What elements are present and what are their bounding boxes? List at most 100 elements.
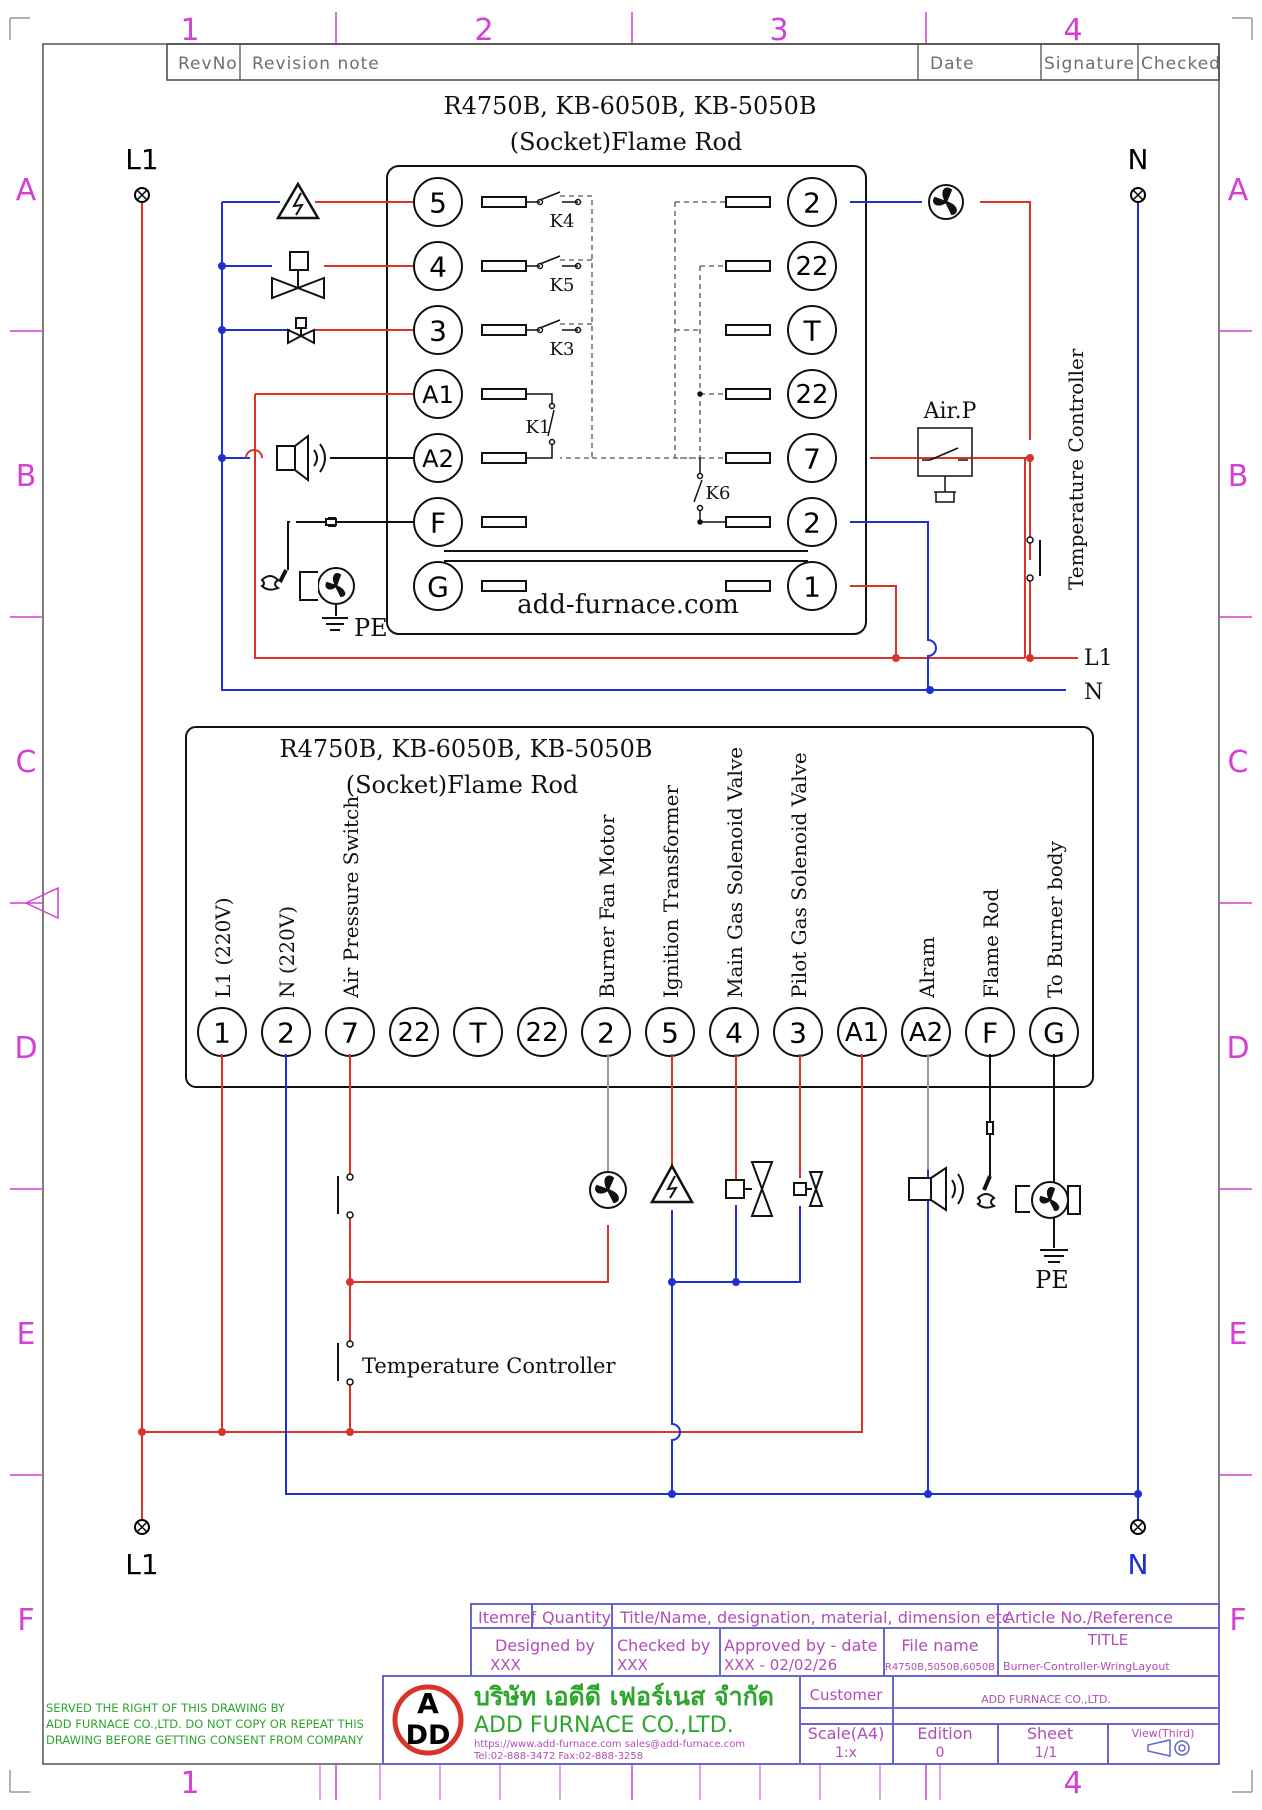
title-block: Itemref Quantity Title/Name, designation… [46,1603,1220,1765]
bottom-terminal: 22 [389,1007,439,1057]
tb-designed-val: XXX [490,1656,521,1674]
col-label-4: 4 [1063,13,1082,48]
bottom-terminal: A1 [837,1007,887,1057]
company-name-thai: บริษัท เอดีดี เฟอร์เนส จำกัด [474,1682,774,1711]
zone-labels: 1 2 3 4 1 4 A B C D E F A B C D E F [14,13,1249,1801]
bottom-terminal: A2 [901,1007,951,1057]
top-right-terminal-label: 22 [795,380,828,410]
top-right-terminal: 7 [787,433,837,483]
tb-article: Article No./Reference [1004,1608,1173,1627]
bottom-terminal: 22 [517,1007,567,1057]
row-label-a-right: A [1228,173,1249,208]
top-left-terminal: F [413,497,463,547]
pilot-valve-icon [287,317,315,345]
top-left-terminal: G [413,561,463,611]
col-label-4-bottom: 4 [1063,1766,1082,1801]
pilot-gas-valve-icon [793,1171,824,1207]
socket-body-bottom [185,726,1094,1088]
company-name-en: ADD FURNACE CO.,LTD. [474,1713,734,1738]
air-pressure-switch-icon [917,427,973,503]
tb-edition: Edition [917,1724,972,1743]
top-left-terminal: 3 [413,305,463,355]
date-header: Date [930,54,975,74]
bottom-title-line2: (Socket)Flame Rod [346,771,579,799]
fan-icon [928,184,964,220]
bottom-terminal-function-label: To Burner body [1043,840,1067,998]
bottom-terminal-label: T [468,1017,487,1050]
top-left-terminal-label: 4 [429,251,447,284]
top-left-terminal-label: F [430,507,446,540]
tb-approved-by: Approved by - date [724,1636,877,1655]
top-right-terminal-label: T [802,315,821,348]
top-right-terminal-label: 2 [803,507,821,540]
flame-rod-bottom-icon [976,1121,997,1209]
bottom-terminal-function-label: Main Gas Solenoid Valve [723,747,747,998]
tb-title-val: Burner-Controller-WringLayout [1003,1660,1170,1673]
row-label-c: C [16,745,37,780]
site-label: add-furnace.com [517,590,739,620]
top-left-terminal: 5 [413,177,463,227]
revision-header: RevNo Revision note Date Signature Check… [166,43,1221,81]
bottom-terminal: 2 [261,1007,311,1057]
tb-view: View(Third) [1132,1727,1195,1740]
bottom-terminal-label: F [982,1017,998,1050]
top-right-terminal: 1 [787,561,837,611]
bottom-terminal-label: A1 [845,1018,879,1048]
top-left-terminal: A1 [413,369,463,419]
tb-customer: Customer [810,1686,884,1704]
copyright-line3: DRAWING BEFORE GETTING CONSENT FROM COMP… [46,1733,364,1747]
bottom-terminal-function-label: Ignition Transformer [659,785,683,998]
bottom-pe-label: PE [1035,1266,1069,1294]
logo-bottom: DD [406,1720,451,1751]
bottom-terminal-label: 2 [597,1017,615,1050]
relay-k3: K3 [550,339,575,360]
relay-k6: K6 [706,483,731,504]
top-right-terminal: T [787,305,837,355]
top-left-terminal: A2 [413,433,463,483]
company-logo: A DD [392,1684,464,1756]
relay-k4: K4 [550,211,575,232]
air-p-label: Air.P [923,399,977,424]
tb-checked-val: XXX [617,1656,648,1674]
bottom-terminal: T [453,1007,503,1057]
row-label-a: A [16,173,37,208]
logo-top: A [417,1687,439,1720]
tb-title-label: TITLE [1087,1631,1129,1649]
revno-header: RevNo [178,54,238,74]
ignition-transformer-icon [649,1163,695,1204]
top-left-terminal-label: G [427,571,449,604]
top-l1-label: L1 [1084,646,1113,671]
company-tel: Tel:02-888-3472 Fax:02-888-3258 [473,1751,643,1762]
bottom-terminal: 5 [645,1007,695,1057]
top-right-terminal: 2 [787,497,837,547]
top-left-terminal-label: 3 [429,315,447,348]
alarm-icon [908,1166,964,1212]
checked-header: Checked [1141,54,1221,74]
relay-k5: K5 [550,275,575,296]
tb-file-val: R4750B,5050B,6050B [885,1662,995,1673]
row-label-e-right: E [1229,1317,1248,1352]
alarm-speaker-icon [276,433,326,483]
bottom-terminal-label: 1 [213,1017,231,1050]
top-right-terminal: 2 [787,177,837,227]
bottom-terminal-label: G [1043,1017,1065,1050]
bottom-terminal-function-label: L1 (220V) [211,897,235,998]
signature-header: Signature [1044,54,1135,74]
tb-approved-val: XXX - 02/02/26 [724,1656,837,1674]
top-socket-diagram: R4750B, KB-6050B, KB-5050B (Socket)Flame… [218,92,1113,705]
bottom-terminal: 4 [709,1007,759,1057]
tb-title-name: Title/Name, designation, material, dimen… [619,1608,1011,1627]
bottom-terminal-label: 7 [341,1017,359,1050]
row-label-c-right: C [1228,745,1249,780]
tb-edition-val: 0 [936,1745,945,1761]
bottom-socket-diagram: R4750B, KB-6050B, KB-5050B (Socket)Flame… [138,726,1142,1498]
bottom-terminal-function-label: N (220V) [275,906,299,998]
company-web: https://www.add-furnace.com sales@add-fu… [474,1739,745,1750]
rail-label-l1-top: L1 [125,143,158,176]
top-pe-label: PE [354,614,388,642]
row-label-b-right: B [1228,459,1249,494]
row-label-d: D [14,1031,37,1066]
copyright-line2: ADD FURNACE CO.,LTD. DO NOT COPY OR REPE… [46,1717,364,1731]
top-right-terminal-label: 22 [795,252,828,282]
